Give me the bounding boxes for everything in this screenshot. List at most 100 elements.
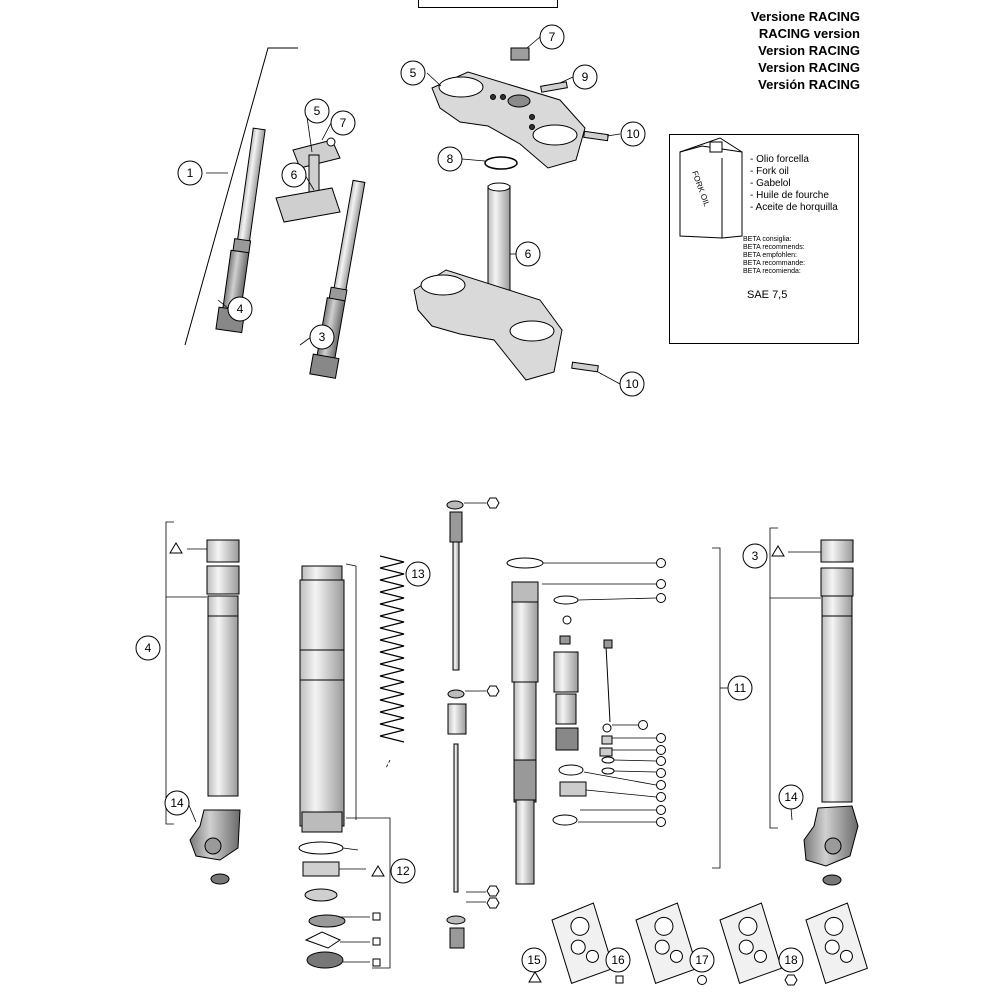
washer [304, 888, 338, 902]
right-bottom-nut [822, 874, 842, 886]
circle-icon [656, 792, 666, 802]
hexagon-icon [784, 974, 798, 986]
rod-shaft [452, 541, 460, 671]
outer-tube [299, 579, 345, 827]
callout-3b: 3 [752, 549, 759, 563]
upper-triple-clamp [431, 47, 609, 170]
small-clamp-washer [326, 137, 336, 147]
callout-8: 8 [447, 152, 454, 166]
bracket-right-leg [769, 527, 778, 829]
header-line-de: Version RACING [758, 43, 860, 58]
recommend-en: BETA recommends: [743, 244, 805, 251]
cartridge-cap [511, 581, 539, 603]
rod-top-valve [449, 511, 463, 543]
callout-12: 12 [396, 864, 410, 878]
circle-icon [656, 805, 666, 815]
circle-icon [656, 593, 666, 603]
recommend-de: BETA empfohlen: [743, 252, 797, 259]
cartridge-foot [515, 799, 535, 885]
outer-tube-bottom [301, 811, 343, 833]
callout-4b: 4 [145, 641, 152, 655]
dust-seal [306, 951, 344, 969]
kit-symbol-marks [169, 497, 798, 986]
callout-14b: 14 [784, 790, 798, 804]
oil-name-fr: - Huile de fourche [750, 190, 829, 201]
right-axle-foot [309, 353, 340, 379]
right-stanchion-tube [821, 615, 853, 803]
callout-6b: 6 [525, 247, 532, 261]
lower-clamp-right-bore [509, 320, 555, 342]
cartridge-bushing [559, 781, 587, 797]
upper-clamp-right-bore [532, 124, 578, 146]
outer-tube-leaders [339, 563, 391, 969]
kit-bag-18 [805, 902, 868, 984]
right-stanchion-upper [332, 179, 366, 296]
small-lower-clamp [275, 187, 341, 223]
slide-bushing [302, 861, 340, 877]
fork-oil-info-box [669, 134, 859, 344]
right-bushing-top [820, 539, 854, 563]
top-frame-edge [418, 0, 558, 8]
header-line-fr: Version RACING [758, 60, 860, 75]
cartridge-assembly [506, 557, 615, 885]
triangle-icon [371, 865, 385, 877]
fork-right-exploded [803, 539, 859, 886]
callout-10a: 10 [626, 127, 640, 141]
clip-ring [304, 931, 342, 949]
circle-icon [656, 768, 666, 778]
small-upper-clamp [292, 139, 341, 169]
square-icon [372, 937, 381, 946]
guide-bushing-ring [298, 841, 344, 855]
cartridge-o-ring [506, 557, 544, 569]
callout-11: 11 [734, 681, 747, 695]
callout-15: 15 [527, 953, 541, 967]
left-stanchion-head [206, 565, 240, 595]
fork-left-exploded [189, 539, 241, 885]
rod-lower-shaft [453, 743, 459, 893]
callout-5a: 5 [314, 104, 321, 118]
lower-clamp-left-bore [420, 274, 466, 296]
cartridge-ring-a [553, 595, 579, 605]
oil-name-de: - Gabelol [750, 178, 791, 189]
lower-clamp-bolt [571, 361, 599, 373]
callout-17: 17 [695, 953, 709, 967]
hexagon-icon [486, 885, 500, 897]
circle-icon [656, 558, 666, 568]
callout-3a: 3 [319, 330, 326, 344]
beta-recommends: BETA consiglia: BETA recommends: BETA em… [743, 236, 805, 276]
square-icon [372, 958, 381, 967]
small-triple-clamp [275, 137, 341, 223]
kit-bags [551, 902, 868, 984]
spring-coil [379, 555, 405, 743]
outer-tube-cap [301, 565, 343, 581]
callout-5b: 5 [410, 66, 417, 80]
left-axle-clamp [189, 809, 241, 861]
callout-18: 18 [784, 953, 798, 967]
callout-13: 13 [411, 567, 425, 581]
recommend-it: BETA consiglia: [743, 236, 792, 243]
circle-icon [656, 817, 666, 827]
steering-stem [487, 185, 511, 299]
right-axle-clamp [803, 805, 859, 867]
cartridge-ring-c [552, 814, 578, 826]
cartridge-ring-b [558, 764, 584, 776]
triangle-icon [528, 971, 542, 983]
callout-6a: 6 [291, 168, 298, 182]
callout-circles [135, 24, 804, 973]
upper-leader-lines [206, 36, 621, 385]
fork-oil-can: FORK OIL [679, 137, 743, 239]
bracket-assembly-1 [184, 47, 298, 346]
compression-valve [553, 651, 579, 693]
square-icon [372, 912, 381, 921]
rod-bottom-bolt [449, 927, 465, 949]
circle-icon [656, 733, 666, 743]
rod-top-cap [446, 500, 464, 510]
steering-nut [510, 47, 530, 61]
circle-icon [656, 745, 666, 755]
triangle-icon [771, 545, 785, 557]
upper-clamp-left-bore [438, 76, 484, 98]
oil-seal [308, 914, 346, 928]
left-bushing-top [206, 539, 240, 563]
left-stanchion-tube [207, 615, 239, 797]
